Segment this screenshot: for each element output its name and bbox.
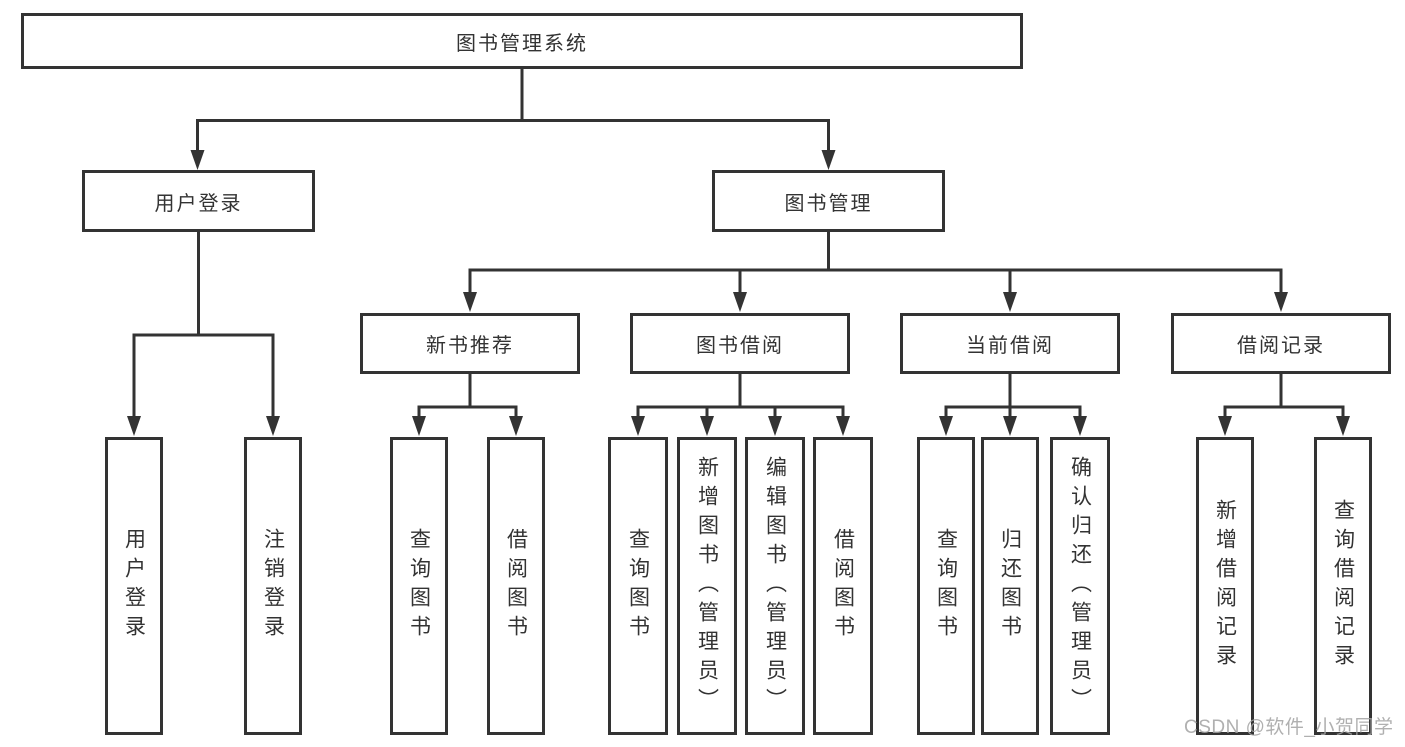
arrowhead-book-borrowing — [733, 292, 747, 312]
arrowhead-cb-query-books — [939, 416, 953, 436]
node-leaf-query-books-borrowing: 查询图书 — [608, 437, 668, 735]
connector-book-management-to-level3 — [468, 230, 1283, 296]
node-label: 新书推荐 — [426, 335, 514, 357]
node-label: 图书管理系统 — [456, 32, 588, 55]
arrowhead-bb-edit-books — [768, 416, 782, 436]
node-label: 用户登录 — [154, 192, 243, 215]
node-label: 新增借阅记录 — [1213, 499, 1237, 673]
node-leaf-borrow-books-recommend: 借阅图书 — [487, 437, 545, 735]
node-leaf-query-borrow-record: 查询借阅记录 — [1314, 437, 1372, 735]
arrowhead-br-query-record — [1336, 416, 1350, 436]
node-new-book-recommendation: 新书推荐 — [360, 313, 580, 374]
node-leaf-borrow-books: 借阅图书 — [813, 437, 873, 735]
node-label: 编辑图书（管理员） — [763, 455, 787, 717]
node-label: 查询图书 — [407, 528, 431, 644]
node-leaf-logout: 注销登录 — [244, 437, 302, 735]
connector-root-to-level2 — [196, 67, 830, 154]
arrowhead-nb-query-books — [412, 416, 426, 436]
arrowhead-cb-confirm-return — [1073, 416, 1087, 436]
node-label: 查询图书 — [626, 528, 650, 644]
node-label: 新增图书（管理员） — [695, 455, 719, 717]
node-leaf-return-books: 归还图书 — [981, 437, 1039, 735]
arrowhead-current-borrowing — [1003, 292, 1017, 312]
node-user-login: 用户登录 — [82, 170, 315, 232]
node-leaf-query-books-recommend: 查询图书 — [390, 437, 448, 735]
csdn-watermark: CSDN @软件_小贺同学 — [1184, 717, 1394, 738]
node-label: 用户登录 — [122, 528, 146, 644]
arrowhead-borrowing-records — [1274, 292, 1288, 312]
node-label: 查询借阅记录 — [1331, 499, 1355, 673]
node-label: 当前借阅 — [966, 335, 1054, 357]
node-leaf-confirm-return-admin: 确认归还（管理员） — [1050, 437, 1110, 735]
connector-book-borrowing-to-leaves — [636, 372, 845, 420]
arrowhead-nb-borrow-books — [509, 416, 523, 436]
node-label: 图书借阅 — [696, 335, 784, 357]
node-label: 借阅图书 — [831, 528, 855, 644]
connector-borrowing-records-to-leaves — [1223, 372, 1345, 420]
node-label: 借阅记录 — [1237, 335, 1325, 357]
node-label: 图书管理 — [784, 192, 873, 215]
node-book-management: 图书管理 — [712, 170, 945, 232]
arrowhead-leaf-logout — [266, 416, 280, 436]
arrowhead-new-book-recommendation — [463, 292, 477, 312]
node-leaf-add-borrow-record: 新增借阅记录 — [1196, 437, 1254, 735]
node-library-management-system: 图书管理系统 — [21, 13, 1023, 69]
arrowhead-bb-query-books — [631, 416, 645, 436]
connector-current-borrowing-to-leaves — [944, 372, 1082, 420]
node-label: 确认归还（管理员） — [1068, 455, 1092, 717]
arrowhead-user-login — [190, 150, 205, 170]
node-book-borrowing: 图书借阅 — [630, 313, 850, 374]
connector-user-login-to-leaves — [132, 230, 275, 420]
arrowhead-cb-return-books — [1003, 416, 1017, 436]
arrowhead-bb-borrow-books — [836, 416, 850, 436]
node-leaf-edit-books-admin: 编辑图书（管理员） — [745, 437, 805, 735]
node-label: 借阅图书 — [504, 528, 528, 644]
node-borrowing-records: 借阅记录 — [1171, 313, 1391, 374]
connector-new-book-to-leaves — [417, 372, 518, 420]
arrowhead-leaf-user-login — [127, 416, 141, 436]
node-leaf-user-login: 用户登录 — [105, 437, 163, 735]
arrowhead-br-add-record — [1218, 416, 1232, 436]
node-leaf-query-books-current: 查询图书 — [917, 437, 975, 735]
node-label: 查询图书 — [934, 528, 958, 644]
node-label: 注销登录 — [261, 528, 285, 644]
node-leaf-add-books-admin: 新增图书（管理员） — [677, 437, 737, 735]
node-label: 归还图书 — [998, 528, 1022, 644]
node-current-borrowing: 当前借阅 — [900, 313, 1120, 374]
arrowhead-book-management — [821, 150, 836, 170]
arrowhead-bb-add-books — [700, 416, 714, 436]
